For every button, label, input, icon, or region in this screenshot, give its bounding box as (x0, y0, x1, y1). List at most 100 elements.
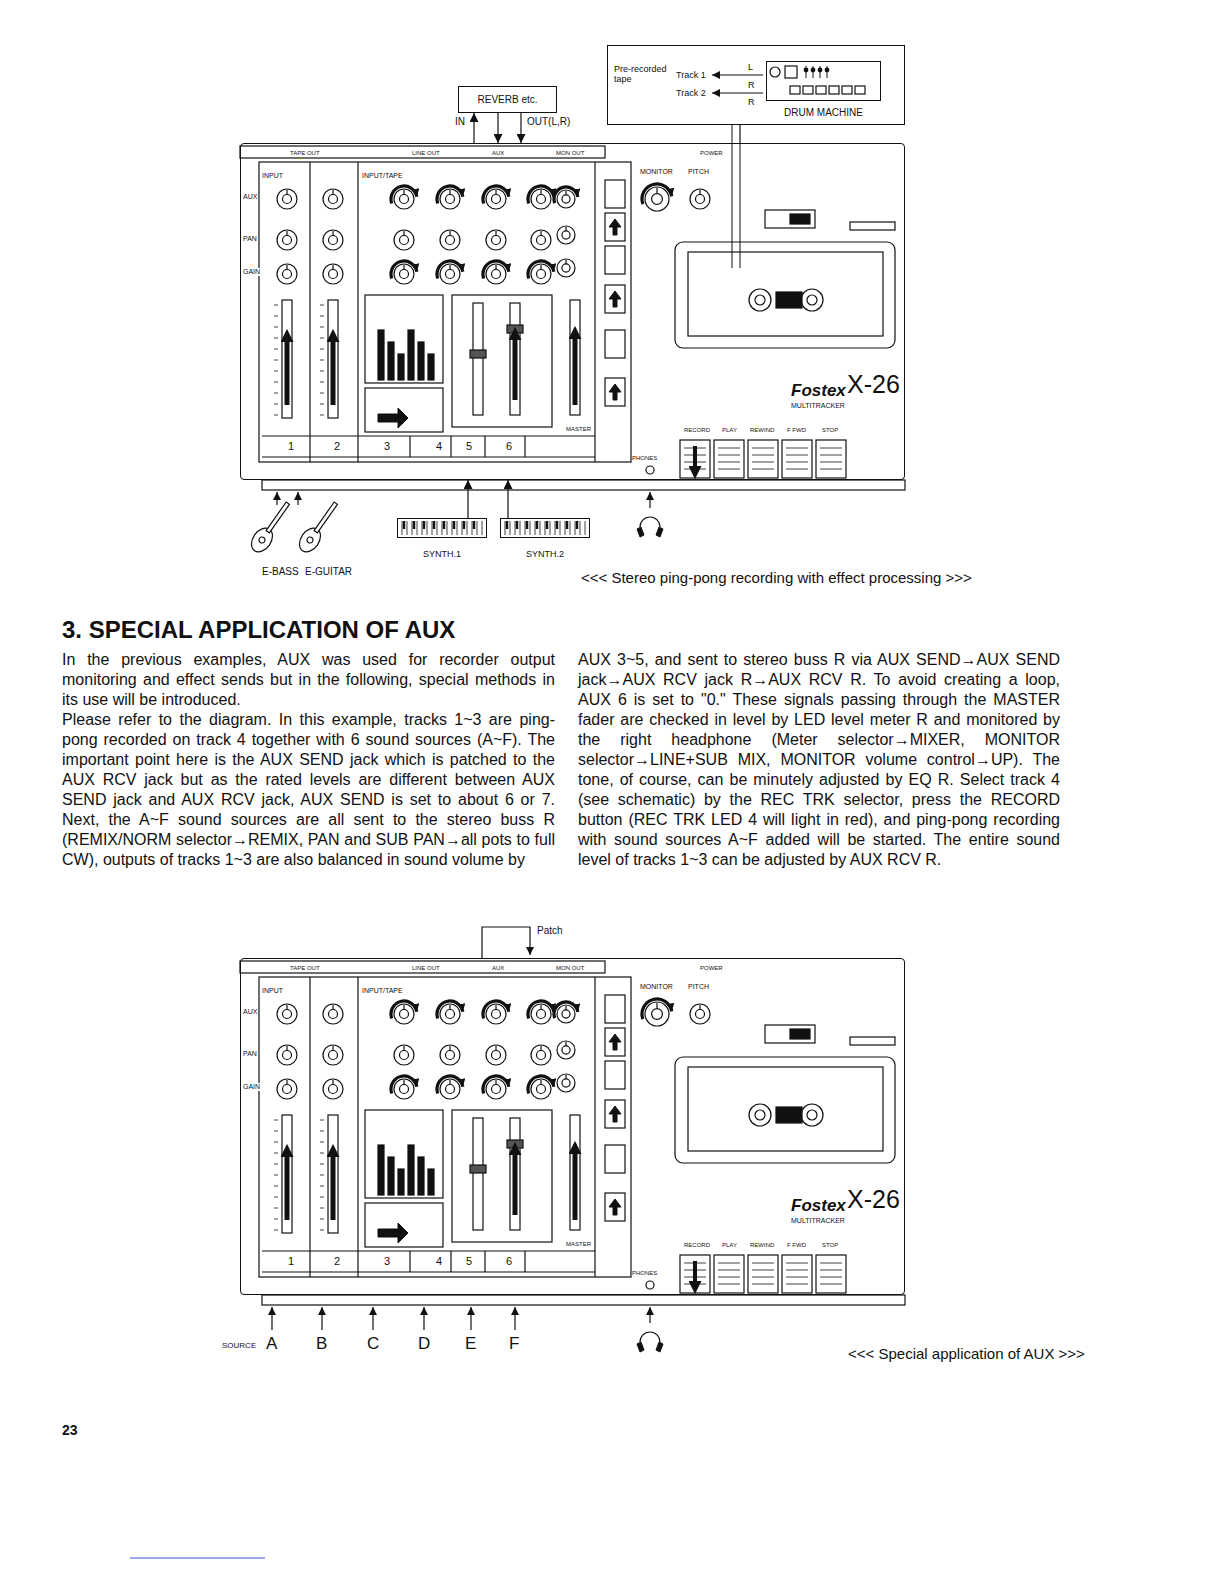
tape-reel (749, 289, 771, 311)
signal-arrow (712, 93, 763, 94)
node-text: MULTITRACKER (791, 1217, 845, 1225)
strip-divider (594, 977, 595, 1277)
knob (645, 187, 669, 211)
button-ridge (786, 1277, 808, 1278)
source-letter: B (316, 1334, 327, 1354)
fader-tick (274, 1142, 278, 1143)
key-line (412, 521, 413, 535)
knob-pointer (449, 231, 450, 236)
source-arrow (423, 1307, 424, 1330)
button-ridge (752, 1284, 774, 1285)
node-text: Pre-recorded tape (614, 64, 672, 85)
button-ridge (752, 462, 774, 463)
turn-arrow (554, 187, 578, 203)
knob (531, 264, 551, 284)
key-line (575, 521, 576, 535)
fader-arrow (331, 1153, 336, 1220)
fader-tick (320, 349, 324, 350)
knob-pointer (495, 1080, 496, 1085)
knob (277, 1004, 297, 1024)
knob-pointer (495, 1046, 496, 1051)
jack-label: TAPE OUT (290, 965, 320, 972)
transport-label: REWIND (750, 427, 774, 434)
node-text: X-26 (847, 1185, 900, 1214)
knob-cap (329, 1010, 338, 1019)
knob-pointer (699, 1005, 700, 1010)
key-line (525, 521, 526, 535)
signal-connector (520, 113, 521, 143)
fader-tick (274, 404, 278, 405)
key-line (550, 521, 551, 535)
button-ridge (752, 455, 774, 456)
ear-cup (637, 527, 644, 537)
transport-label: RECORD (684, 1242, 710, 1249)
knob-cap (400, 270, 409, 279)
key-line (520, 521, 521, 535)
strip-divider (309, 162, 310, 462)
panel-label: MASTER (566, 1241, 591, 1248)
knob-pointer (286, 1080, 287, 1085)
button-arrow (609, 1034, 621, 1050)
channel-number: 6 (506, 1255, 512, 1268)
output-arrow (649, 1307, 650, 1323)
number-divider (450, 1251, 451, 1272)
panel-label: POWER (700, 150, 723, 157)
fader-tick (320, 338, 324, 339)
channel-number: 3 (384, 1255, 390, 1268)
panel-label: PHONES (632, 455, 657, 462)
button-ridge (718, 462, 740, 463)
knob-cap (329, 1085, 338, 1094)
knob-pointer (403, 265, 404, 270)
number-row-line (262, 435, 595, 436)
key-line (467, 521, 468, 535)
meter-bar (378, 1145, 384, 1195)
knob-cap (283, 195, 292, 204)
knob-pointer (540, 265, 541, 270)
drum-machine: DRUM MACHINE (766, 61, 881, 101)
selector-button (605, 1028, 625, 1056)
knob-pointer (403, 231, 404, 236)
input-arrow (276, 492, 277, 505)
fader-tick (274, 327, 278, 328)
key-line (402, 521, 403, 535)
edge-label: OUT(L,R) (527, 116, 570, 128)
turn-arrow (528, 261, 554, 278)
multitracker: FostexX-26MULTITRACKER (240, 958, 905, 1295)
drum-pad (855, 86, 865, 94)
phones-jack (646, 1281, 654, 1289)
fader-tick (274, 1219, 278, 1220)
turn-arrow (528, 1076, 554, 1093)
eq-slot (510, 1118, 520, 1230)
jack-rail (240, 146, 605, 158)
counter-button (790, 1029, 810, 1039)
knob (557, 190, 575, 208)
knob-cap (492, 195, 501, 204)
transport-button (714, 440, 744, 478)
ear-cup (637, 1342, 644, 1352)
jack-label: MON OUT (556, 150, 584, 157)
turn-arrow (483, 261, 509, 278)
button-ridge (718, 1263, 740, 1264)
button-ridge (752, 1277, 774, 1278)
meter-bar (388, 1157, 394, 1195)
knob (486, 1079, 506, 1099)
turn-arrow (437, 1076, 463, 1093)
fader-arrow (331, 338, 336, 405)
reel-hub (755, 295, 765, 305)
button-ridge (786, 462, 808, 463)
key-line (555, 521, 556, 535)
knob-pointer (449, 190, 450, 195)
knob (440, 230, 460, 250)
black-key (566, 521, 569, 529)
eq-slot (473, 303, 483, 415)
knob-cap (400, 1010, 409, 1019)
channel-number: 1 (288, 1255, 294, 1268)
selector-arrow (378, 1223, 408, 1243)
fader-tick (320, 1186, 324, 1187)
strip-divider (357, 162, 358, 462)
fader-tick (320, 1131, 324, 1132)
knob-cap (562, 231, 570, 239)
transport-button (748, 1255, 778, 1293)
button-arrow (609, 384, 621, 400)
tape-reel (749, 1104, 771, 1126)
